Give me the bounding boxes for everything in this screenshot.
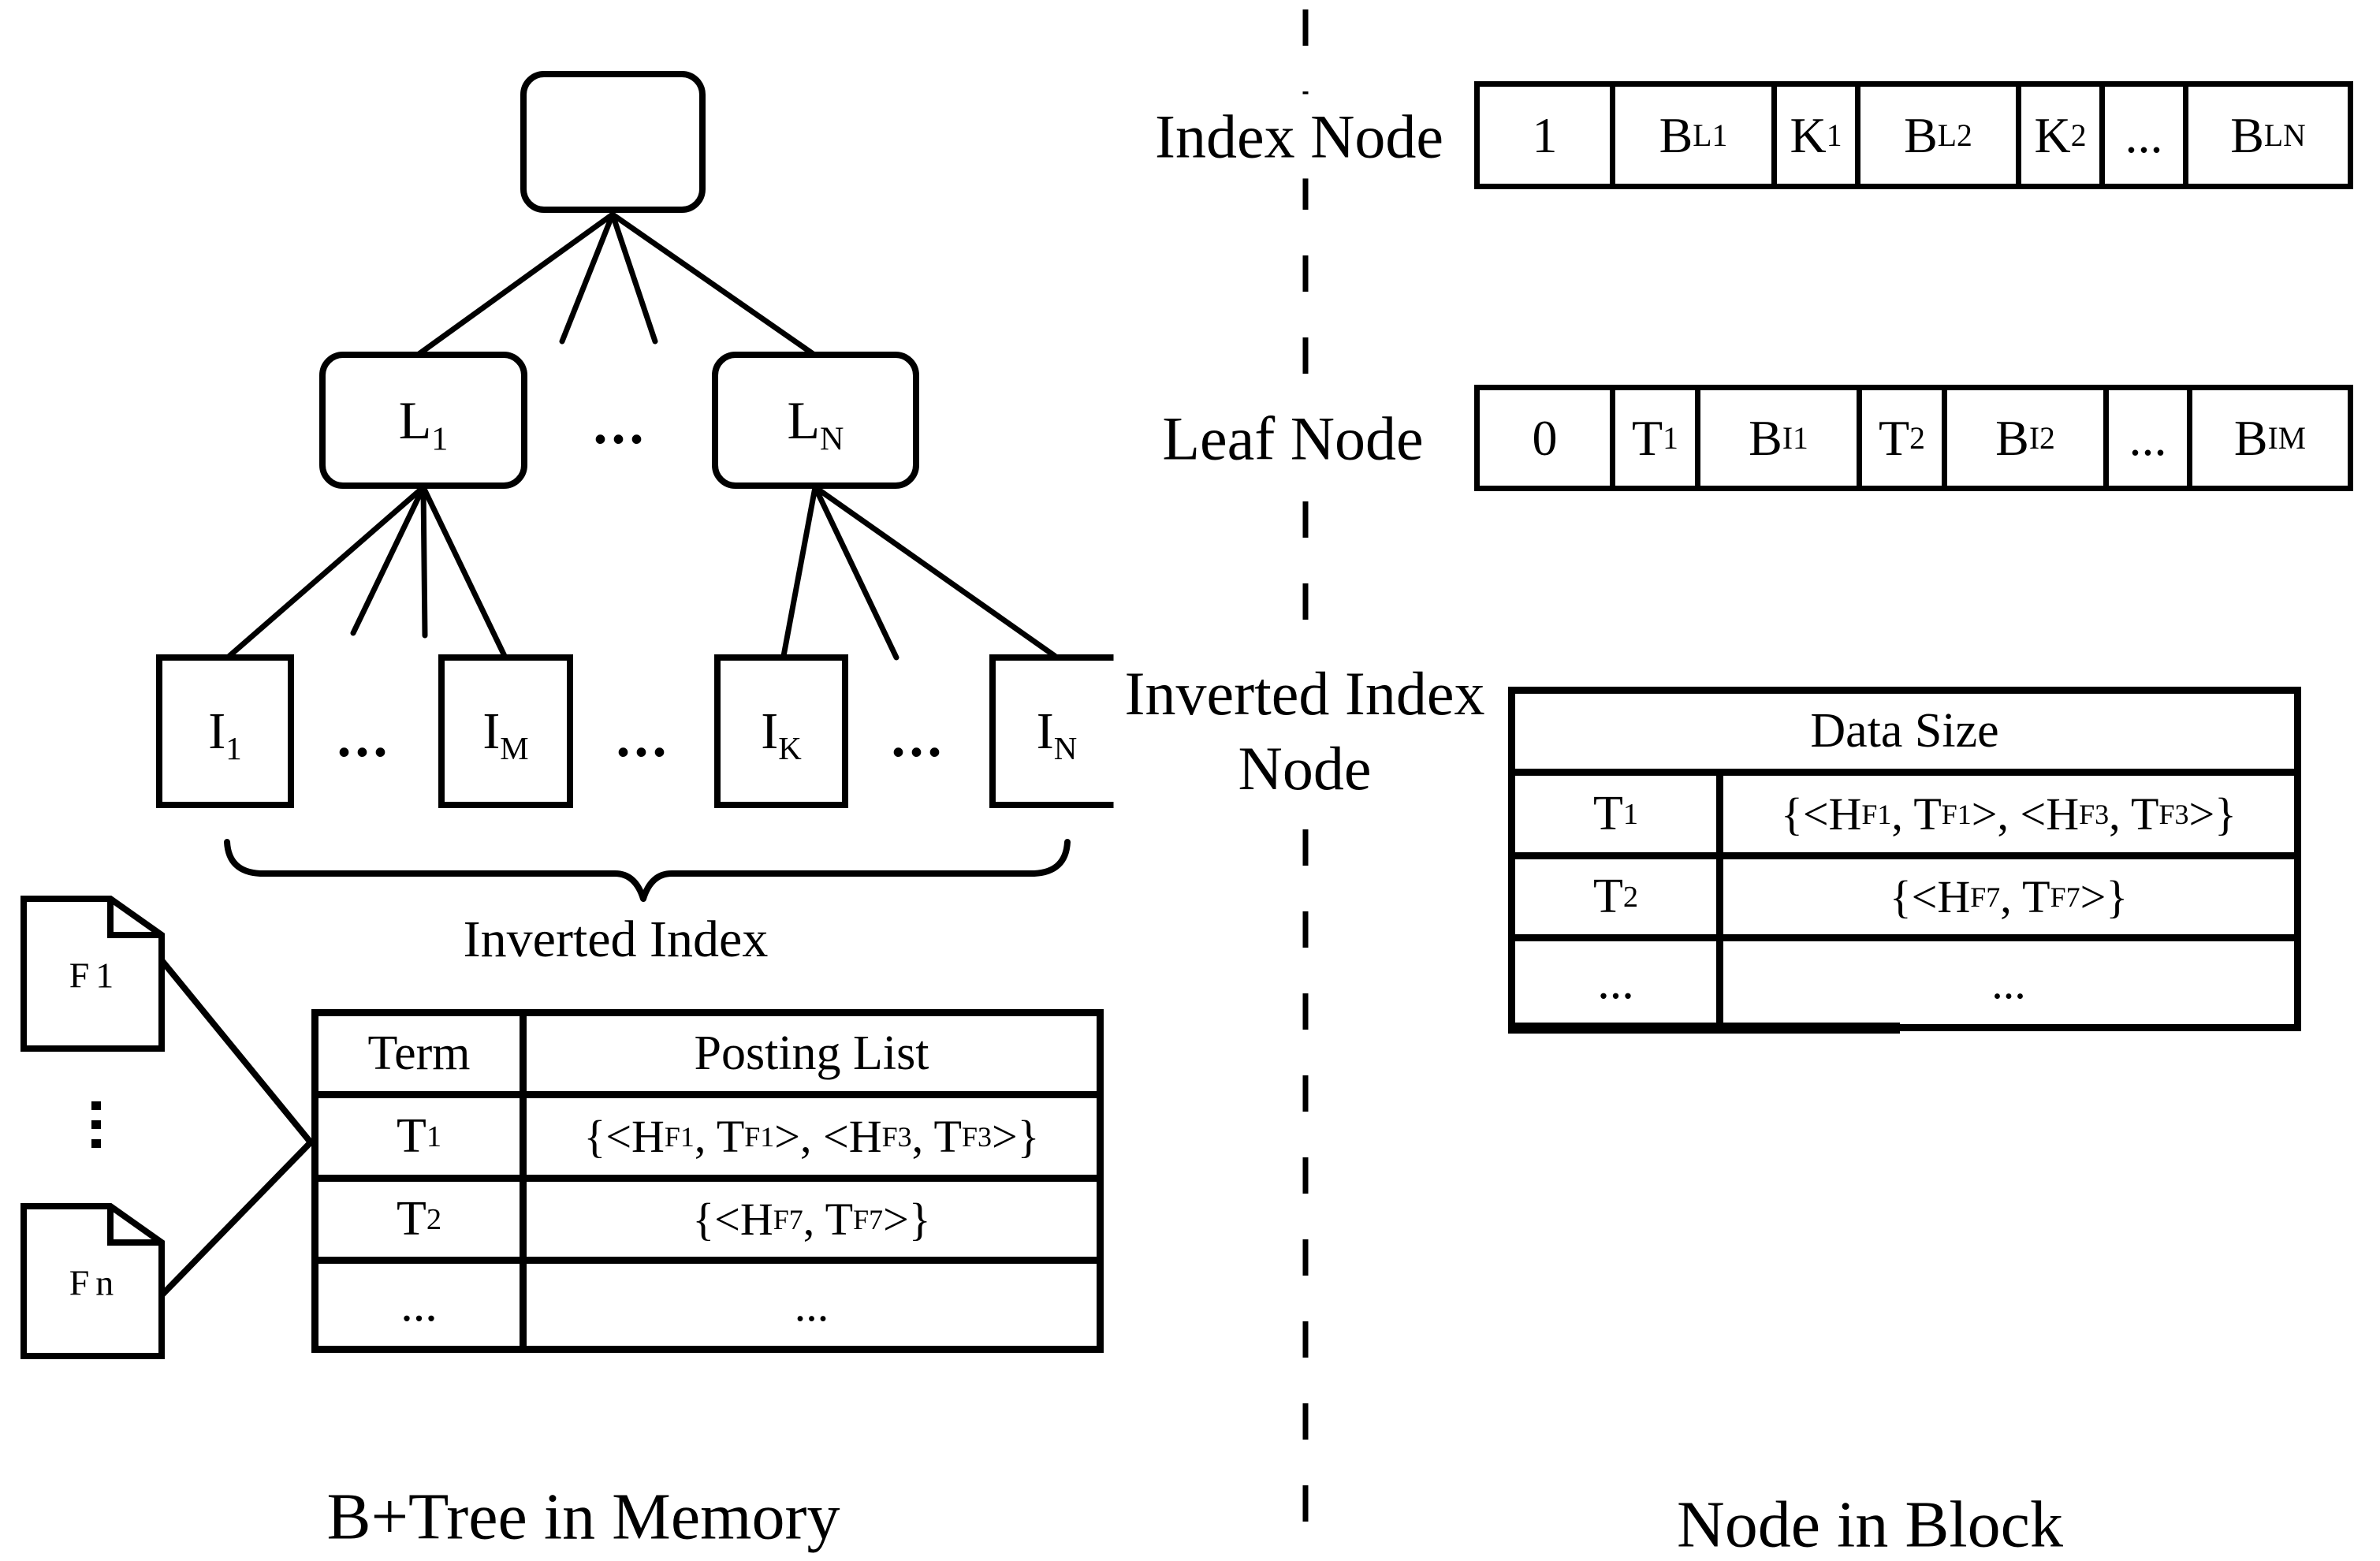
inverted-index-brace: [224, 839, 1071, 902]
node-label: I1: [208, 702, 242, 766]
document-fn-label: Fn: [69, 1262, 121, 1303]
inverted-index-node-label-line1: Inverted Index: [1124, 658, 1485, 728]
inverted-index-node-label-line2: Node: [1238, 734, 1372, 803]
posting-cell: ...: [1723, 941, 2294, 1024]
index-node-label: Index Node: [1143, 94, 1455, 179]
index-node-cell: ...: [2099, 87, 2183, 184]
leaf-level-ellipsis: ...: [337, 705, 392, 769]
table-bottom-accent-bar: [1508, 1023, 1900, 1034]
internal-level-ellipsis: ...: [593, 392, 648, 456]
document-f1-icon: [20, 896, 165, 1052]
posting-cell: ...: [527, 1264, 1097, 1346]
tree-internal-node-l1: L1: [319, 352, 527, 489]
document-connectors: [158, 957, 314, 1298]
leaf-level-ellipsis: ...: [891, 705, 946, 769]
term-cell: ...: [1515, 941, 1716, 1024]
left-panel-caption: B+Tree in Memory: [326, 1480, 840, 1554]
node-label: IK: [761, 702, 802, 766]
tree-leaf-node-in: IN: [989, 654, 1124, 808]
document-f1-label: F1: [69, 955, 121, 996]
tree-leaf-node-im: IM: [438, 654, 573, 808]
node-label: LN: [787, 389, 844, 458]
node-label: L1: [398, 389, 449, 458]
tree-leaf-node-ik: IK: [714, 654, 848, 808]
term-header-cell: Term: [318, 1016, 520, 1091]
node-label: IM: [482, 702, 529, 766]
tree-root-node: [520, 71, 706, 213]
inverted-index-node-label: Inverted Index Node: [1113, 650, 1496, 811]
documents-vertical-ellipsis: [91, 1101, 101, 1148]
node-label: IN: [1036, 702, 1078, 766]
leaf-level-ellipsis: ...: [616, 705, 671, 769]
leaf-node-cell: 0: [1532, 409, 1558, 466]
index-node-cell: 1: [1532, 106, 1558, 163]
leaf-node-cell: ...: [2103, 390, 2187, 486]
term-cell: ...: [318, 1264, 520, 1346]
tree-internal-node-ln: LN: [712, 352, 919, 489]
ln-edges: [780, 484, 1058, 661]
posting-list-header-cell: Posting List: [527, 1016, 1097, 1091]
document-fn-icon: [20, 1203, 165, 1359]
data-size-header-cell: Data Size: [1515, 694, 2294, 769]
tree-leaf-node-i1: I1: [156, 654, 294, 808]
right-panel-caption: Node in Block: [1677, 1488, 2063, 1561]
root-edges: [415, 211, 818, 358]
l1-edges: [226, 484, 508, 659]
inverted-index-brace-label: Inverted Index: [463, 911, 769, 968]
leaf-node-label: Leaf Node: [1151, 396, 1435, 481]
